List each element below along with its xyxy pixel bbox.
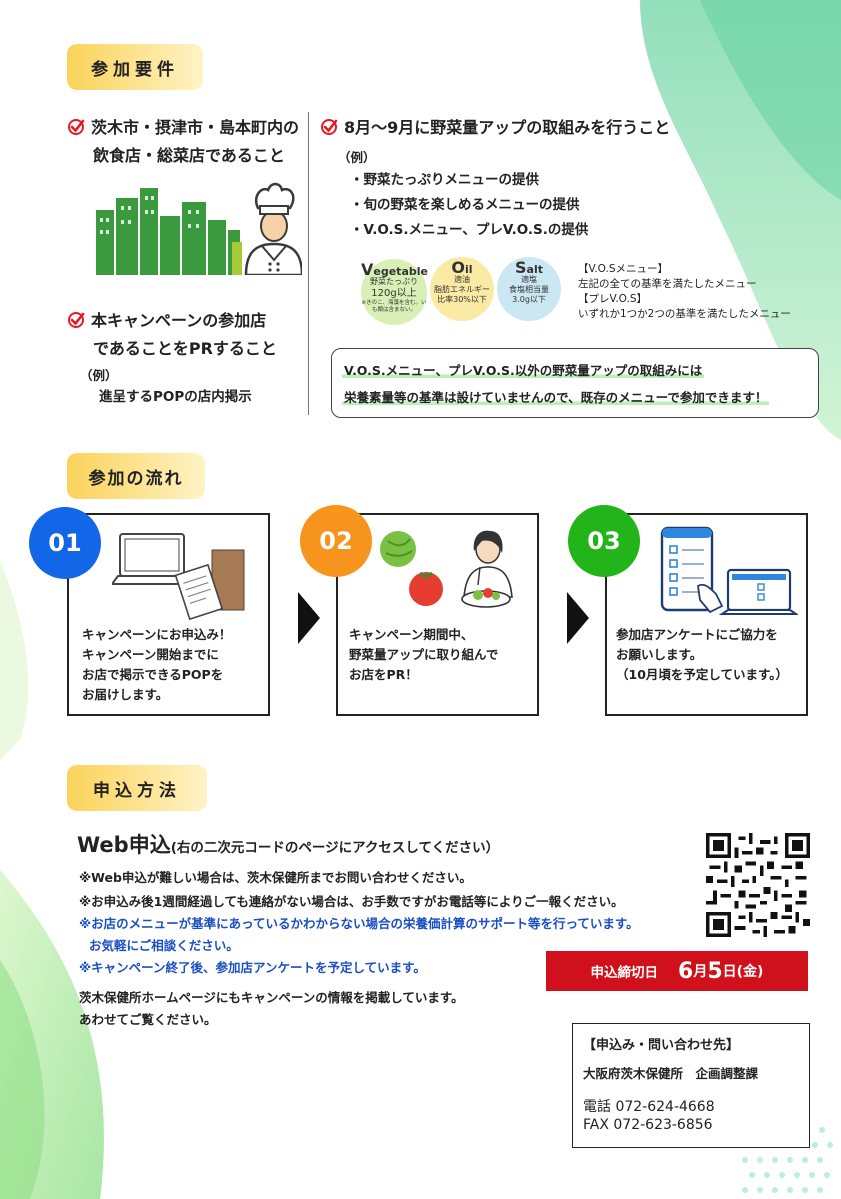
contact-heading: 【申込み・問い合わせ先】	[583, 1038, 740, 1053]
requirement-3-example-label: （例）	[338, 150, 376, 165]
apply-note-blue: ※お店のメニューが基準にあっているかわからない場合の栄養価計算のサポート等を行っ…	[79, 916, 639, 931]
apply-notes: ※Web申込が難しい場合は、茨木保健所までお問い合わせください。 ※お申込み後1…	[79, 867, 639, 1031]
vos-salt-badge: Salt 適塩 食塩相当量 3.0g以下	[497, 257, 561, 321]
homepage-line-2: あわせてご覧ください。	[79, 1012, 217, 1027]
deadline-month: 6	[678, 958, 694, 984]
requirement-1-line1: 茨木市・摂津市・島本町内の	[91, 118, 300, 137]
section-heading-flow: 参加の流れ	[67, 453, 205, 499]
apply-note: ※Web申込が難しい場合は、茨木保健所までお問い合わせください。	[79, 870, 472, 885]
requirement-3-title: 8月～9月に野菜量アップの取組みを行うこと	[344, 118, 671, 137]
requirement-3: 8月～9月に野菜量アップの取組みを行うこと	[320, 114, 670, 142]
contact-box: 【申込み・問い合わせ先】 大阪府茨木保健所 企画調整課 電話 072-624-4…	[572, 1023, 810, 1148]
vegetables-person-icon	[380, 530, 513, 608]
note-line-1: V.O.S.メニュー、プレV.O.S.以外の野菜量アップの取組みには	[342, 363, 705, 378]
check-icon	[68, 312, 85, 328]
note-line-2: 栄養素量等の基準は設けていませんので、既存のメニューで参加できます！	[342, 390, 770, 405]
requirement-2-line2: であることをPRすること	[93, 339, 277, 358]
flow-step-1-number: 01	[29, 507, 101, 579]
deadline-day-unit: 日(金)	[722, 964, 764, 980]
laptop-document-icon	[112, 533, 245, 620]
flow-arrow-1	[298, 592, 320, 644]
section-heading-text: 参加の流れ	[88, 468, 184, 489]
contact-fax: FAX 072-623-6856	[583, 1117, 713, 1133]
requirement-area: 茨木市・摂津市・島本町内の 飲食店・総菜店であること	[67, 114, 299, 170]
check-icon	[68, 119, 85, 135]
city-chef-illustration	[96, 182, 302, 275]
apply-note-blue: ※キャンペーン終了後、参加店アンケートを予定しています。	[79, 960, 426, 975]
deadline-day: 5	[707, 958, 723, 984]
list-item: ・野菜たっぷりメニューの提供	[350, 172, 539, 188]
apply-note-blue: お気軽にご相談ください。	[89, 938, 239, 953]
list-item: ・V.O.S.メニュー、プレV.O.S.の提供	[350, 222, 589, 238]
homepage-line-1: 茨木保健所ホームページにもキャンペーンの情報を掲載しています。	[79, 990, 464, 1005]
requirement-1-line2: 飲食店・総菜店であること	[93, 146, 285, 165]
section-heading-text: 参加要件	[91, 59, 179, 80]
requirement-1: 茨木市・摂津市・島本町内の	[67, 114, 299, 142]
check-icon	[321, 119, 338, 135]
web-apply-title: Web申込(右の二次元コードのページにアクセスしてください）	[77, 829, 499, 859]
requirement-2-example: 進呈するPOPの店内掲示	[99, 389, 252, 405]
requirement-2-example-label: （例）	[80, 368, 118, 383]
flow-arrow-2	[567, 592, 589, 644]
column-divider	[308, 112, 309, 415]
apply-note: ※お申込み後1週間経過しても連絡がない場合は、お手数ですがお電話等によりご一報く…	[79, 894, 624, 909]
survey-devices-icon	[660, 526, 798, 615]
flow-step-3-number: 03	[568, 505, 640, 577]
flow-step-3-text: 参加店アンケートにご協力を お願いします。 （10月頃を予定しています。）	[616, 627, 789, 682]
contact-dept: 大阪府茨木保健所 企画調整課	[583, 1066, 759, 1081]
vos-vegetable-badge: Vegetable 野菜たっぷり 120g以上 ※きのこ、海藻を含む。いも類は含…	[361, 259, 428, 325]
list-item: ・旬の野菜を楽しめるメニューの提供	[350, 197, 580, 213]
section-heading-requirements: 参加要件	[67, 44, 203, 90]
vos-description: 【V.O.Sメニュー】 左記の全ての基準を満たしたメニュー 【プレV.O.S】 …	[578, 263, 791, 320]
requirement-3-example-list: ・野菜たっぷりメニューの提供 ・旬の野菜を楽しめるメニューの提供 ・V.O.S.…	[350, 168, 588, 243]
requirement-2-line1: 本キャンペーンの参加店	[91, 311, 267, 330]
requirement-2: 本キャンペーンの参加店 であることをPRすること	[67, 307, 277, 363]
deadline-label: 申込締切日	[590, 965, 659, 981]
web-apply-subtitle: (右の二次元コードのページにアクセスしてください）	[170, 840, 500, 856]
deadline-month-unit: 月	[693, 964, 708, 980]
contact-tel[interactable]: 電話 072-624-4668	[583, 1099, 715, 1115]
vos-oil-badge: Oil 適油 脂肪エネルギー 比率30%以下	[430, 257, 494, 321]
section-heading-apply: 申込方法	[67, 765, 207, 811]
flow-step-2-number: 02	[300, 505, 372, 577]
web-apply-title-main: Web申込	[77, 833, 171, 857]
flow-step-2-text: キャンペーン期間中、 野菜量アップに取り組んで お店をPR！	[349, 627, 499, 682]
section-heading-text: 申込方法	[93, 780, 181, 801]
qr-code[interactable]	[706, 833, 810, 937]
flow-step-1-text: キャンペーンにお申込み！ キャンペーン開始までに お店で掲示できるPOPを お届…	[82, 627, 232, 702]
note-box: V.O.S.メニュー、プレV.O.S.以外の野菜量アップの取組みには 栄養素量等…	[331, 348, 819, 418]
